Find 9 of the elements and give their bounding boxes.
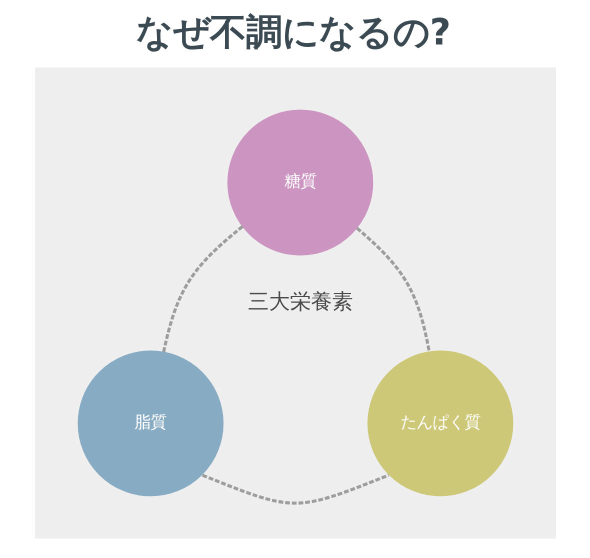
label: 三大栄養素 (247, 288, 352, 314)
node-circle: 脂質 (77, 350, 224, 496)
diagram-title: なぜ不調になるの? (135, 10, 450, 54)
cluster (34, 67, 556, 538)
connector (355, 226, 430, 352)
connector (162, 225, 244, 352)
node-circle: たんぱく質 (366, 350, 513, 496)
connector (201, 474, 389, 505)
node-circle: 糖質 (226, 110, 373, 256)
